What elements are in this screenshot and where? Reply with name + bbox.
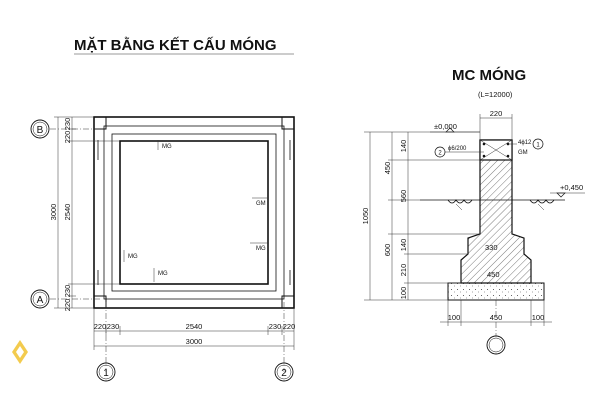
svg-text:230: 230 [107,322,120,331]
svg-text:230: 230 [63,285,72,298]
svg-text:450: 450 [383,162,392,175]
section-level-zero: ±0,000 [430,122,480,133]
rebar-callout-main: 4ϕ12 1 [508,138,544,150]
section-label-330: 330 [485,243,498,252]
plan-tag-gm-right: GM [252,197,268,207]
plan-title: MẶT BẰNG KẾT CẤU MÓNG [74,36,277,54]
svg-text:+0,450: +0,450 [560,183,583,192]
plan-tag-mg-bottom: MG [153,268,168,282]
svg-text:1: 1 [103,368,109,379]
svg-text:4ϕ12: 4ϕ12 [518,140,532,146]
svg-text:100: 100 [399,287,408,300]
section-level-450: +0,450 [550,183,585,198]
svg-text:1050: 1050 [361,208,370,225]
axis-bubble-2: 2 [274,362,294,382]
svg-text:±0,000: ±0,000 [434,122,457,131]
section-dim-bottom: 100 450 100 [440,300,552,326]
axis-bubble-b: B [30,119,50,139]
svg-text:GM: GM [518,150,528,156]
plan-dim-vertical: 3000 2540 230 220 230 220 [49,116,120,312]
svg-text:1: 1 [536,143,540,149]
svg-text:140: 140 [399,140,408,153]
svg-text:220: 220 [283,322,296,331]
svg-text:230: 230 [269,322,282,331]
plan-tag-mg-right: MG [250,242,268,252]
section-footing-body [447,139,545,301]
watermark-logo [12,340,28,364]
plan-tag-mg-left: MG [123,250,138,262]
svg-text:140: 140 [399,239,408,252]
section-dim-vertical: 1050 450 600 140 560 140 210 100 [361,131,480,301]
svg-text:B: B [37,125,44,136]
section-dim-top: 220 [479,109,513,140]
svg-text:100: 100 [448,313,461,322]
svg-text:220: 220 [94,322,107,331]
svg-text:100: 100 [532,313,545,322]
svg-text:220: 220 [63,131,72,144]
svg-text:220: 220 [490,109,503,118]
svg-text:450: 450 [490,313,503,322]
svg-text:MG: MG [158,271,168,277]
svg-text:3000: 3000 [49,204,58,221]
axis-bubble-a: A [30,289,50,309]
plan-footing-outline [93,116,295,309]
svg-text:A: A [37,295,44,306]
section-tag-gm: GM [518,150,528,156]
rebar-callout-stirrup: 2 ϕ6/200 [434,146,484,158]
svg-text:600: 600 [383,244,392,257]
svg-text:GM: GM [256,201,266,207]
plan-tag-mg-top: MG [157,140,172,150]
section-label-450: 450 [487,270,500,279]
plan-dim-horizontal: 220 230 2540 230 220 3000 [94,308,296,350]
svg-text:MG: MG [162,144,172,150]
svg-text:560: 560 [399,190,408,203]
svg-text:220: 220 [63,299,72,312]
svg-text:2540: 2540 [186,322,203,331]
svg-text:2: 2 [281,368,287,379]
axis-bubble-1: 1 [96,362,116,382]
svg-text:230: 230 [63,118,72,131]
svg-text:210: 210 [399,264,408,277]
section-subtitle: (L=12000) [478,90,513,99]
section-axis-bubble [486,335,506,355]
svg-text:2: 2 [438,151,442,157]
svg-text:3000: 3000 [186,337,203,346]
svg-text:MG: MG [128,254,138,260]
svg-text:ϕ6/200: ϕ6/200 [448,146,467,152]
svg-text:2540: 2540 [63,204,72,221]
section-title: MC MÓNG [452,66,526,84]
svg-text:MG: MG [256,246,266,252]
